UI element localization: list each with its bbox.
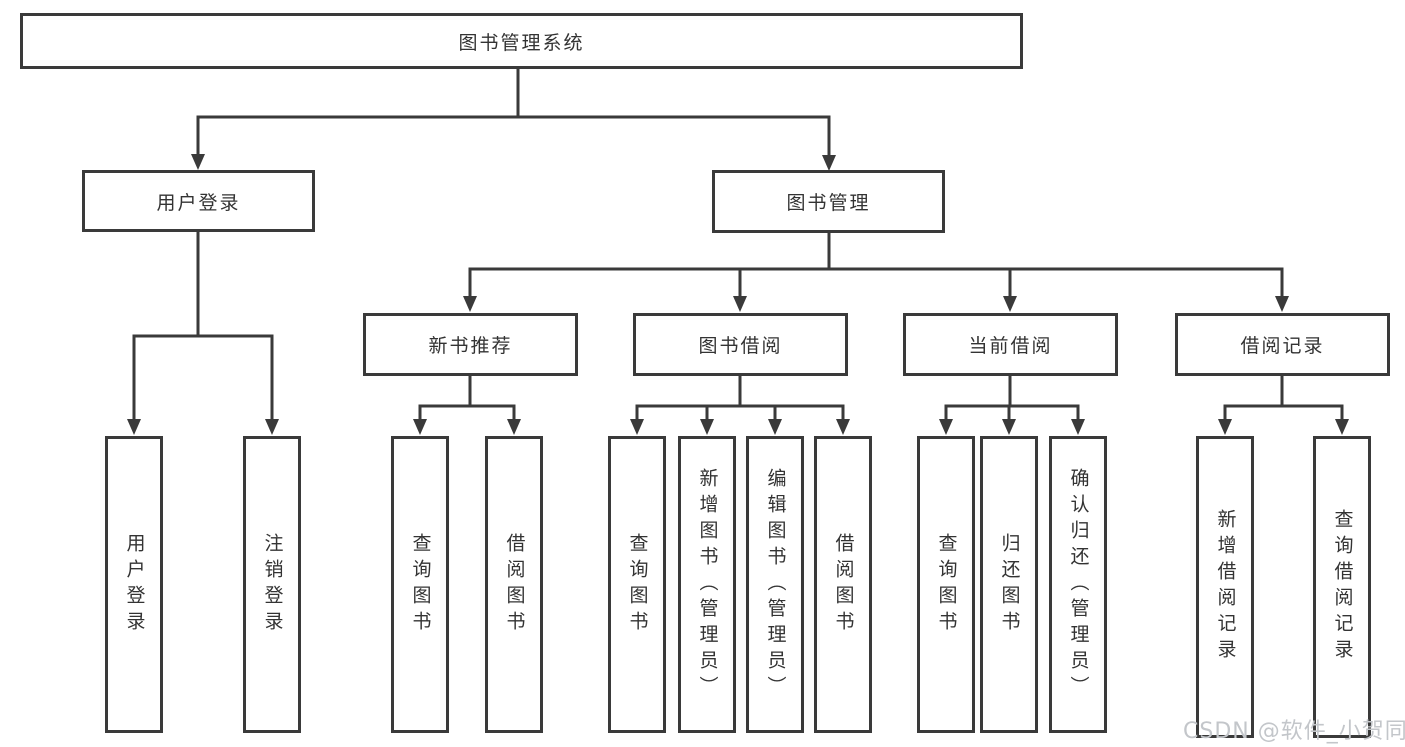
leaf-br-add-record: 新增借阅记录 xyxy=(1196,436,1254,738)
leaf-br-query-record: 查询借阅记录 xyxy=(1313,436,1371,738)
arrowhead-bb-add xyxy=(700,419,714,435)
node-current-borrow: 当前借阅 xyxy=(903,313,1118,376)
arrowhead-cb-confirm xyxy=(1071,419,1085,435)
leaf-rec-borrow-book: 借阅图书 xyxy=(485,436,543,733)
node-user-login: 用户登录 xyxy=(82,170,315,232)
connector-root-branch xyxy=(196,115,831,157)
leaf-rec-query-book: 查询图书 xyxy=(391,436,449,733)
arrowhead-rec-query xyxy=(413,419,427,435)
arrowhead-bb-borrow xyxy=(836,419,850,435)
arrowhead-leaf-user-login xyxy=(127,419,141,435)
watermark: CSDN @软件_小贺同学 xyxy=(1183,719,1405,744)
connector-userlogin-branch xyxy=(132,334,274,421)
node-root: 图书管理系统 xyxy=(20,13,1023,69)
connector-br-branch xyxy=(1223,404,1344,421)
leaf-cb-confirm-return: 确认归还（管理员） xyxy=(1049,436,1107,733)
arrowhead-br-add xyxy=(1218,419,1232,435)
arrowhead-bb-query xyxy=(630,419,644,435)
arrowhead-br-query xyxy=(1335,419,1349,435)
connector-bb-branch xyxy=(635,404,845,421)
arrowhead-current-borrow xyxy=(1003,296,1017,312)
leaf-logout: 注销登录 xyxy=(243,436,301,733)
leaf-cb-return-book: 归还图书 xyxy=(980,436,1038,733)
arrowhead-cb-query xyxy=(939,419,953,435)
arrowhead-book-borrow xyxy=(733,296,747,312)
connector-cb-branch xyxy=(944,404,1080,421)
node-book-borrow: 图书借阅 xyxy=(633,313,848,376)
node-book-mgmt: 图书管理 xyxy=(712,170,945,233)
arrowhead-book-mgmt xyxy=(822,155,836,171)
connector-rec-branch xyxy=(418,404,516,421)
arrowhead-borrow-record xyxy=(1275,296,1289,312)
leaf-bb-edit-book: 编辑图书（管理员） xyxy=(746,436,804,733)
node-borrow-record: 借阅记录 xyxy=(1175,313,1390,376)
arrowhead-bb-edit xyxy=(768,419,782,435)
arrowhead-cb-return xyxy=(1002,419,1016,435)
connector-bookmgmt-branch xyxy=(468,267,1284,297)
arrowhead-leaf-logout xyxy=(265,419,279,435)
leaf-user-login: 用户登录 xyxy=(105,436,163,733)
arrowhead-user-login xyxy=(191,154,205,170)
leaf-bb-borrow-book: 借阅图书 xyxy=(814,436,872,733)
node-new-book-rec: 新书推荐 xyxy=(363,313,578,376)
leaf-bb-add-book: 新增图书（管理员） xyxy=(678,436,736,733)
arrowhead-rec-borrow xyxy=(507,419,521,435)
leaf-cb-query-book: 查询图书 xyxy=(917,436,975,733)
arrowhead-new-book-rec xyxy=(463,296,477,312)
leaf-bb-query-book: 查询图书 xyxy=(608,436,666,733)
